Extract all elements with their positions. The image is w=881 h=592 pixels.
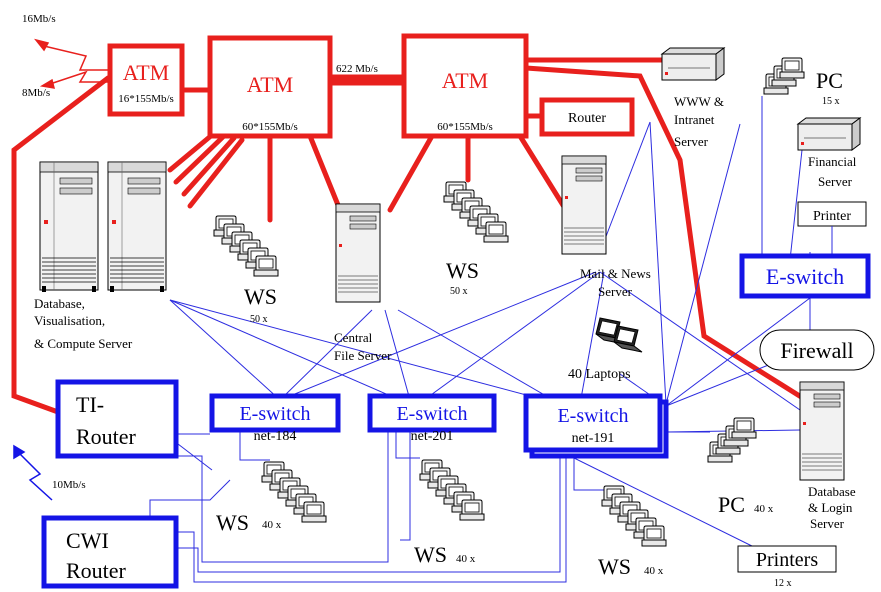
printer-label: Printer [813,209,851,224]
mail-server-label: Mail & News Server [580,266,654,299]
database-bundle [167,127,245,209]
atm-core-switch-1: ATM 60*155Mb/s [207,35,333,139]
database-server-label: Database, Visualisation, & Compute Serve… [34,296,133,351]
atm-core1-label: ATM [247,72,293,97]
ws-mid-label: WS [446,258,479,283]
ws-mid-count: 50 x [450,286,468,297]
printers-box [737,545,837,573]
laptops-icon [595,317,643,353]
ws-left-label: WS [244,284,277,309]
ws-left-count: 50 x [250,314,268,325]
printers-label: Printers [756,549,818,571]
pc-top-count: 15 x [822,96,840,107]
pc-top-icon [763,57,805,95]
core2-to-dblogin-link [523,65,809,403]
atm-edge-capacity: 16*155Mb/s [118,93,174,105]
pc-bottom-count: 40 x [754,503,774,515]
database-server-icon [39,161,167,293]
core1-to-central-link [307,133,343,213]
router-box: Router [539,97,635,137]
core2-to-central-link [387,133,435,213]
dblogin-server-label: Database & Login Server [808,484,859,531]
firewall-label: Firewall [780,338,853,363]
eswitch-191-label: E-switch [557,405,628,427]
pc-bottom-label: PC [718,492,745,517]
atm-core2-capacity: 60*155Mb/s [437,121,493,133]
router-label: Router [568,111,606,126]
ws-191-icon [602,486,666,546]
atm-trunk-label: 622 Mb/s [336,63,378,75]
pc-top-label: PC [816,68,843,93]
ws-201-count: 40 x [456,553,476,565]
eswitch-firewall: E-switch [739,253,871,299]
ti-router: TI- Router [55,379,179,459]
printers-count: 12 x [774,578,792,589]
mail-server-icon [561,155,607,255]
eswitch-net-184: E-switch net-184 [209,393,341,444]
ws-201-icon [420,460,484,520]
eswitch-firewall-label: E-switch [766,264,844,289]
cwi-router-label: CWI Router [66,528,127,583]
wan-8-label: 8Mb/s [22,87,50,99]
ti-lightning [13,444,53,501]
ws-191-count: 40 x [644,565,664,577]
dblogin-server-icon [799,381,845,481]
core2-to-mail-link [517,133,569,213]
ti-router-uplink [11,75,111,415]
eswitch-184-net: net-184 [254,429,297,444]
atm-edge-switch: ATM 16*155Mb/s [107,43,185,117]
www-server-icon [661,47,725,81]
ws-mid-icon [444,182,508,242]
ws-left-icon [214,216,278,276]
eswitch-net-201: E-switch net-201 [367,393,497,444]
laptops-label: 40 Laptops [568,367,631,382]
cwi-router: CWI Router [41,515,179,589]
eswitch-201-net: net-201 [411,429,454,444]
pc-bottom-icon [707,417,757,463]
central-file-server-icon [335,203,381,303]
wan-16-label: 16Mb/s [22,13,56,25]
ws-184-label: WS [216,510,249,535]
wan-lightning [34,38,108,89]
eswitch-net-191: E-switch net-191 [523,393,669,459]
firewall: Firewall [759,329,875,371]
ti-uplink-label: 10Mb/s [52,479,86,491]
ws-184-count: 40 x [262,519,282,531]
eswitch-201-label: E-switch [396,403,467,425]
financial-server-icon [797,117,861,151]
ethernet-links [149,96,811,583]
financial-server-label: Financial Server [808,154,860,189]
ws-184-icon [262,462,326,522]
eswitch-191-net: net-191 [572,431,615,446]
atm-edge-label: ATM [123,60,169,85]
www-server-label: WWW & Intranet Server [674,94,727,149]
printer-box [797,201,867,227]
atm-core-switch-2: ATM 60*155Mb/s [401,33,529,139]
ti-router-label: TI- Router [76,392,137,449]
atm-links [11,57,809,415]
eswitch-184-label: E-switch [239,403,310,425]
atm-core2-label: ATM [442,68,488,93]
ws-191-label: WS [598,554,631,579]
atm-core1-capacity: 60*155Mb/s [242,121,298,133]
central-file-server-label: Central File Server [334,330,392,363]
ws-201-label: WS [414,542,447,567]
